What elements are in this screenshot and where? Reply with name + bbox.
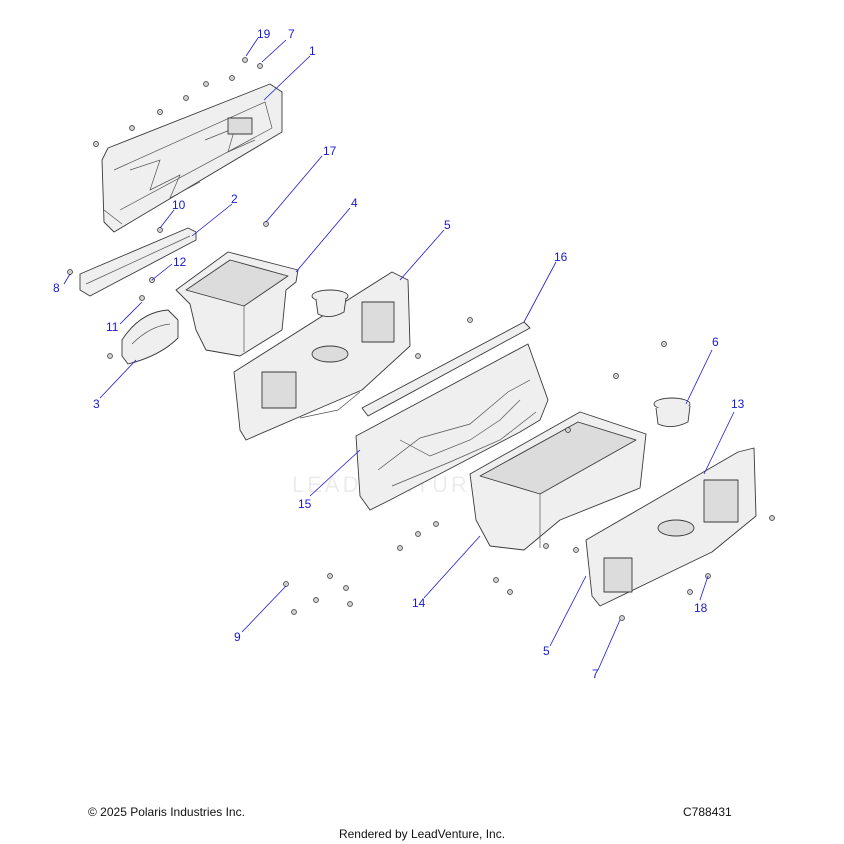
callout-5-upper: 5	[444, 218, 451, 232]
callout-9: 9	[234, 630, 241, 644]
callout-12: 12	[173, 255, 187, 269]
part-cup-holder-upper[interactable]	[311, 289, 349, 317]
callout-16: 16	[554, 250, 568, 264]
callout-11: 11	[106, 320, 119, 334]
callout-4: 4	[351, 196, 358, 210]
callout-14: 14	[412, 596, 426, 610]
callout-3: 3	[93, 397, 100, 411]
leader-lines	[63, 37, 735, 671]
callout-7: 7	[288, 27, 295, 41]
callout-7-lower: 7	[592, 667, 599, 681]
callout-19: 19	[257, 27, 271, 41]
callout-10: 10	[172, 198, 186, 212]
callout-15: 15	[298, 497, 312, 511]
callout-13: 13	[731, 397, 745, 411]
part-16-seal-strip[interactable]	[361, 321, 531, 417]
callout-5-lower: 5	[543, 644, 550, 658]
part-4-storage-bin[interactable]	[175, 251, 299, 357]
callout-17: 17	[323, 144, 337, 158]
part-1-rear-panel[interactable]	[101, 83, 283, 233]
callout-1: 1	[309, 44, 316, 58]
part-5-lower-side-panel[interactable]	[585, 447, 757, 607]
callout-8: 8	[53, 281, 60, 295]
drawing-id: C788431	[683, 805, 732, 819]
part-14-large-bin[interactable]	[469, 411, 647, 551]
callout-6: 6	[712, 335, 719, 349]
part-5-upper-side-panel[interactable]	[233, 271, 411, 441]
callout-2: 2	[231, 192, 238, 206]
part-2-trim-strip[interactable]	[79, 227, 197, 297]
part-6-cup-holder[interactable]	[653, 397, 691, 427]
part-3-cover[interactable]	[121, 309, 179, 365]
callout-labels: 19 7 1 17 2 10 4 5 16 12 8 11 6 3 13 15 …	[53, 27, 745, 681]
part-15-floor-panel[interactable]	[355, 343, 549, 511]
callout-18: 18	[694, 601, 708, 615]
rendered-by-text: Rendered by LeadVenture, Inc.	[338, 827, 506, 841]
copyright-text: © 2025 Polaris Industries Inc.	[88, 805, 245, 819]
hardware-fasteners	[67, 57, 775, 621]
